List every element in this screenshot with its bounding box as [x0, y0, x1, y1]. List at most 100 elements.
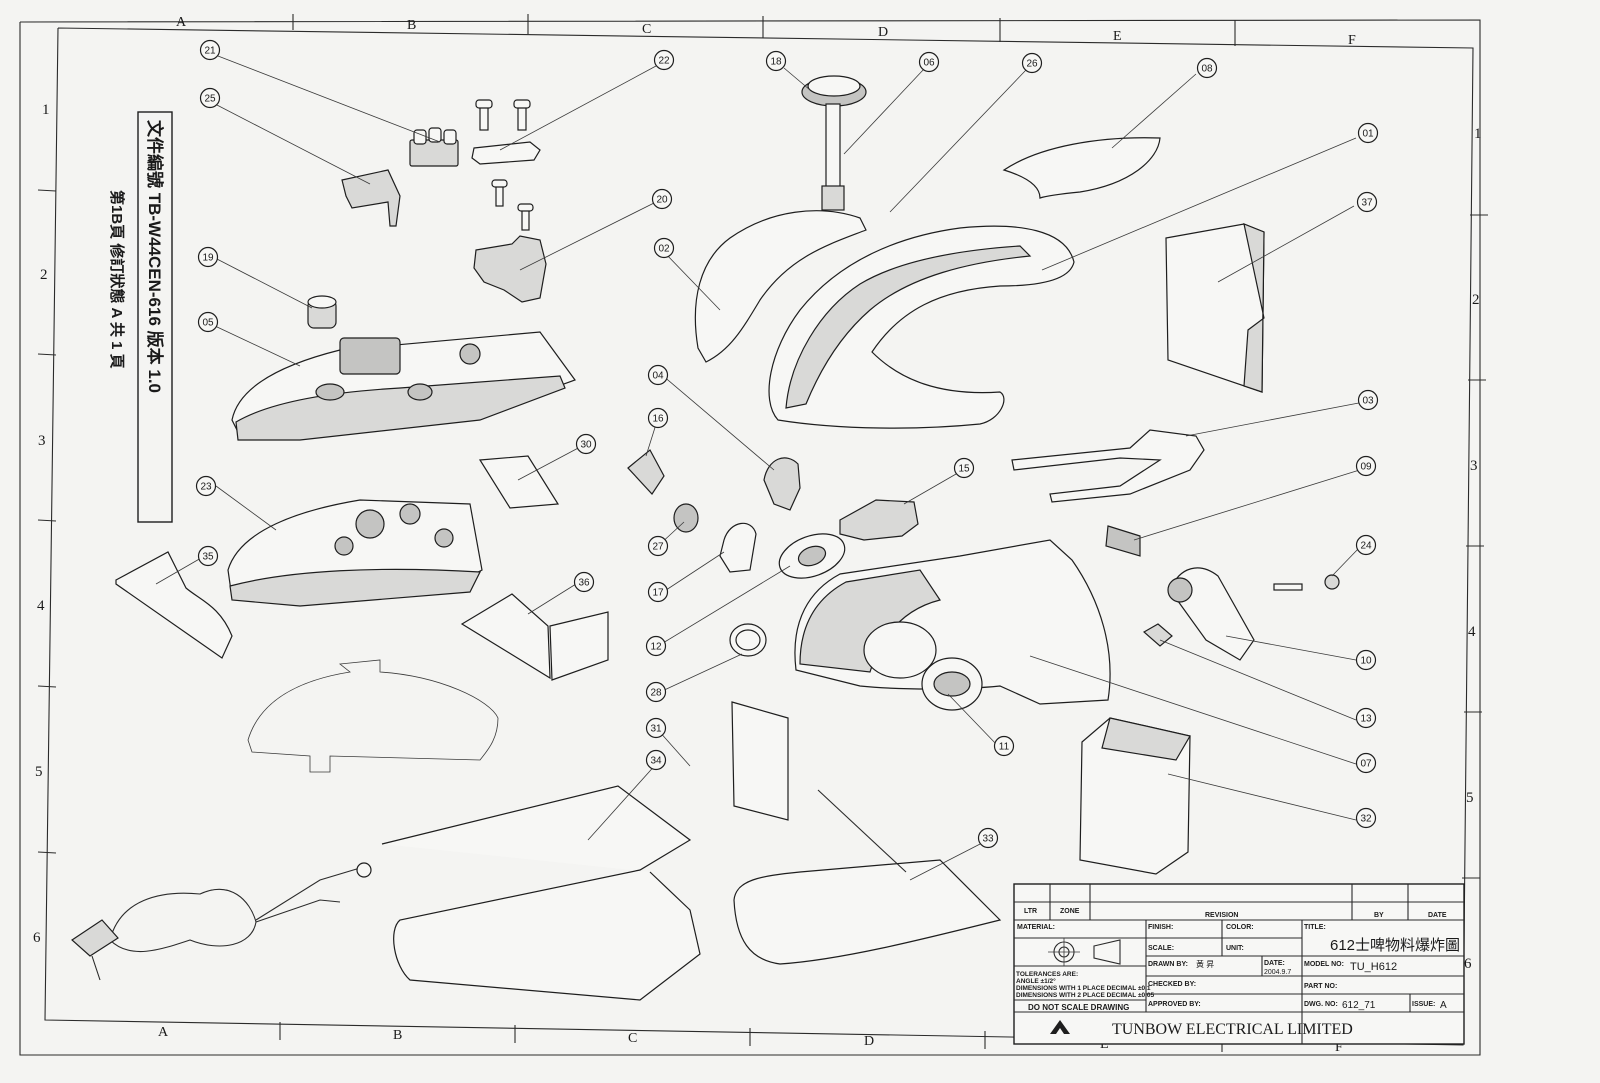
callout-36: 36: [573, 571, 595, 593]
callout-number: 10: [1360, 656, 1372, 667]
callout-number: 36: [578, 578, 590, 589]
zone-row-4-right: 4: [1468, 624, 1476, 640]
callout-18: 18: [765, 50, 787, 72]
tb-finish: FINISH:: [1148, 924, 1173, 931]
callout-number: 19: [202, 253, 214, 264]
tb-revision: REVISION: [1205, 912, 1238, 919]
stamp-line-1: 文件編號 TB-W44CEN-616 版本 1.0: [145, 120, 165, 393]
document-stamp: 文件編號 TB-W44CEN-616 版本 1.0 第1B頁 修訂狀態 A 共 …: [108, 111, 173, 523]
tb-tolerance-3: DIMENSIONS WITH 2 PLACE DECIMAL ±0.05: [1016, 992, 1155, 999]
zone-row-6-left: 6: [33, 930, 41, 946]
callout-number: 18: [770, 57, 782, 68]
callout-30: 30: [575, 433, 597, 455]
tb-drawn-by-value: 黃 昇: [1196, 959, 1214, 969]
callout-28: 28: [645, 681, 667, 703]
callout-04: 04: [647, 364, 669, 386]
part-09-slider: [1105, 525, 1141, 557]
part-04-valve: [763, 457, 801, 511]
zone-row-6-right: 6: [1464, 956, 1472, 972]
zone-col-a-bottom: A: [158, 1025, 169, 1040]
zone-row-1-right: 1: [1474, 126, 1482, 142]
part-35-folded-sheet: [115, 551, 233, 659]
zone-row-2-left: 2: [40, 267, 48, 283]
tb-company: TUNBOW ELECTRICAL LIMITED: [1112, 1021, 1353, 1038]
callout-number: 16: [652, 414, 664, 425]
tb-title-label: TITLE:: [1304, 924, 1326, 931]
callout-number: 08: [1201, 64, 1213, 75]
part-27-spring: [673, 503, 699, 533]
tb-material: MATERIAL:: [1017, 924, 1055, 931]
callout-05: 05: [197, 311, 219, 333]
callout-number: 05: [202, 318, 214, 329]
callout-06: 06: [918, 51, 940, 73]
callout-37: 37: [1356, 191, 1378, 213]
tb-dwg-value: 612_71: [1342, 1000, 1376, 1011]
callout-25: 25: [199, 87, 221, 109]
zone-labels-top: A B C D E F: [176, 15, 1356, 48]
part-19-bushing: [307, 295, 337, 329]
zone-col-a-top: A: [176, 15, 187, 30]
zone-col-f-bottom: F: [1335, 1040, 1343, 1055]
callout-number: 12: [650, 642, 662, 653]
title-block: LTR ZONE REVISION BY DATE MATERIAL: FINI…: [1013, 883, 1465, 1045]
callout-number: 07: [1360, 759, 1372, 770]
part-22-bracket: [471, 99, 541, 231]
tb-drawn-by: DRAWN BY:: [1148, 961, 1188, 968]
callout-31: 31: [645, 717, 667, 739]
stamp-line-2: 第1B頁 修訂狀態 A 共 1 頁: [108, 190, 126, 369]
callout-number: 31: [650, 724, 662, 735]
tb-checked-by: CHECKED BY:: [1148, 981, 1196, 988]
part-33-probe: [817, 789, 907, 873]
tb-model-no: MODEL NO:: [1304, 961, 1344, 968]
tb-tolerance-1: ANGLE ±1/2°: [1016, 977, 1056, 985]
tb-color: COLOR:: [1226, 924, 1254, 931]
callout-number: 20: [656, 195, 668, 206]
zone-col-c-bottom: C: [628, 1031, 637, 1046]
callout-number: 26: [1026, 59, 1038, 70]
zone-col-f-top: F: [1348, 33, 1356, 48]
zone-col-c-top: C: [642, 22, 651, 37]
callout-24: 24: [1355, 534, 1377, 556]
zone-col-e-top: E: [1113, 29, 1122, 44]
zone-col-d-top: D: [878, 25, 888, 40]
part-13-clip: [1142, 623, 1173, 647]
callout-number: 28: [650, 688, 662, 699]
callout-number: 24: [1360, 541, 1372, 552]
part-02-handle-cover: [694, 210, 867, 363]
callout-19: 19: [197, 246, 219, 268]
tb-tolerance-2: DIMENSIONS WITH 1 PLACE DECIMAL ±0.1: [1016, 985, 1151, 992]
callout-number: 33: [982, 834, 994, 845]
part-34-manual: [381, 785, 701, 1001]
callout-number: 06: [923, 58, 935, 69]
part-33-sheet: [733, 859, 1002, 965]
callout-number: 13: [1360, 714, 1372, 725]
projection-symbol-icon: [1048, 938, 1121, 966]
part-03-rail: [1011, 429, 1205, 503]
callout-17: 17: [647, 581, 669, 603]
tb-do-not-scale: DO NOT SCALE DRAWING: [1028, 1003, 1129, 1012]
zone-col-b-bottom: B: [393, 1028, 402, 1043]
callout-number: 34: [650, 756, 662, 767]
tb-zone: ZONE: [1060, 908, 1080, 915]
zone-row-5-left: 5: [35, 764, 43, 780]
zone-col-d-bottom: D: [864, 1034, 874, 1049]
tb-tolerance-0: TOLERANCES ARE:: [1016, 971, 1078, 978]
leader-lines: [155, 55, 1367, 881]
callout-number: 04: [652, 371, 664, 382]
part-24-nut: [1324, 574, 1340, 590]
callout-33: 33: [977, 827, 999, 849]
tb-scale: SCALE:: [1148, 945, 1174, 952]
callout-number: 17: [652, 588, 664, 599]
tb-by: BY: [1374, 912, 1384, 919]
company-logo-icon: [1050, 1020, 1070, 1034]
callout-35: 35: [197, 545, 219, 567]
callout-34: 34: [645, 749, 667, 771]
tb-date-col: DATE: [1428, 912, 1447, 919]
tb-unit: UNIT:: [1226, 945, 1244, 952]
callout-03: 03: [1357, 389, 1379, 411]
callout-number: 03: [1362, 396, 1374, 407]
callout-09: 09: [1355, 455, 1377, 477]
tb-date-label: DATE:: [1264, 960, 1285, 967]
callout-number: 23: [200, 482, 212, 493]
